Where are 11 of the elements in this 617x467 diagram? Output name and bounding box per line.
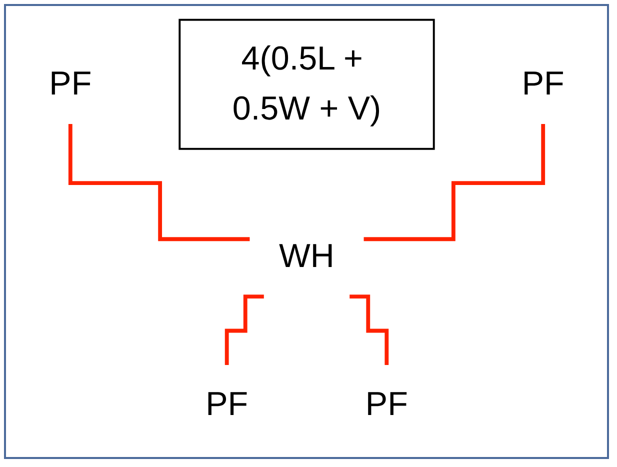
node-box	[178, 18, 435, 150]
connector	[349, 294, 388, 366]
diagram-frame: PF 4(0.5L + 0.5W + V) PF WH PF PF	[4, 4, 609, 459]
node-text: PF	[522, 64, 564, 102]
node-text: PF	[48, 64, 92, 102]
connector	[364, 122, 545, 241]
connector	[68, 122, 250, 241]
node-text: WH	[278, 237, 334, 275]
node-text: PF	[205, 385, 248, 422]
connector	[224, 294, 264, 366]
node-text: PF	[365, 385, 408, 422]
